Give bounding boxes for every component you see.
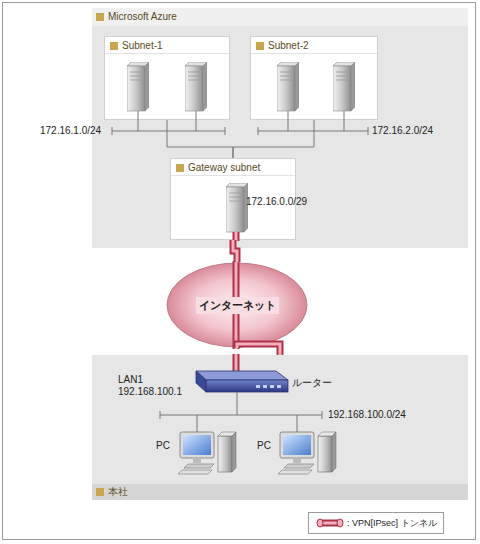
heading-marker — [96, 13, 104, 21]
network-label: 192.168.100.0/24 — [328, 409, 406, 421]
network-label: PC — [156, 440, 170, 452]
vpn-tunnel — [233, 240, 237, 262]
group-heading: Subnet-1 — [110, 40, 163, 52]
heading-rule — [105, 53, 229, 54]
subnet-box: Subnet-1 — [104, 36, 230, 120]
group-heading: Microsoft Azure — [96, 11, 177, 23]
network-label: 172.16.1.0/24 — [40, 125, 101, 137]
subnet-box: Subnet-2 — [250, 36, 378, 120]
network-link — [237, 344, 280, 355]
legend-box: : VPN[IPsec] トンネル — [308, 512, 444, 534]
network-label: 172.16.0.0/29 — [246, 196, 307, 208]
heading-marker — [256, 42, 264, 50]
network-label: ルーター — [292, 377, 332, 389]
heading-marker — [96, 488, 104, 496]
network-label: 172.16.2.0/24 — [372, 125, 433, 137]
group-heading: 本社 — [96, 486, 128, 498]
tunnel-sample — [315, 517, 345, 529]
network-label: 192.168.100.1 — [118, 386, 182, 398]
group-heading: Gateway subnet — [176, 162, 260, 174]
cloud-label: インターネット — [196, 297, 279, 314]
network-label: PC — [257, 440, 271, 452]
heading-rule — [251, 53, 377, 54]
heading-rule — [171, 175, 295, 176]
network-link — [167, 120, 233, 158]
heading-marker — [110, 42, 118, 50]
heading-marker — [176, 164, 184, 172]
legend-text: : VPN[IPsec] トンネル — [347, 517, 437, 530]
heading-band — [92, 484, 468, 500]
network-label: LAN1 — [118, 374, 143, 386]
group-heading: Subnet-2 — [256, 40, 309, 52]
network-link — [233, 120, 314, 158]
